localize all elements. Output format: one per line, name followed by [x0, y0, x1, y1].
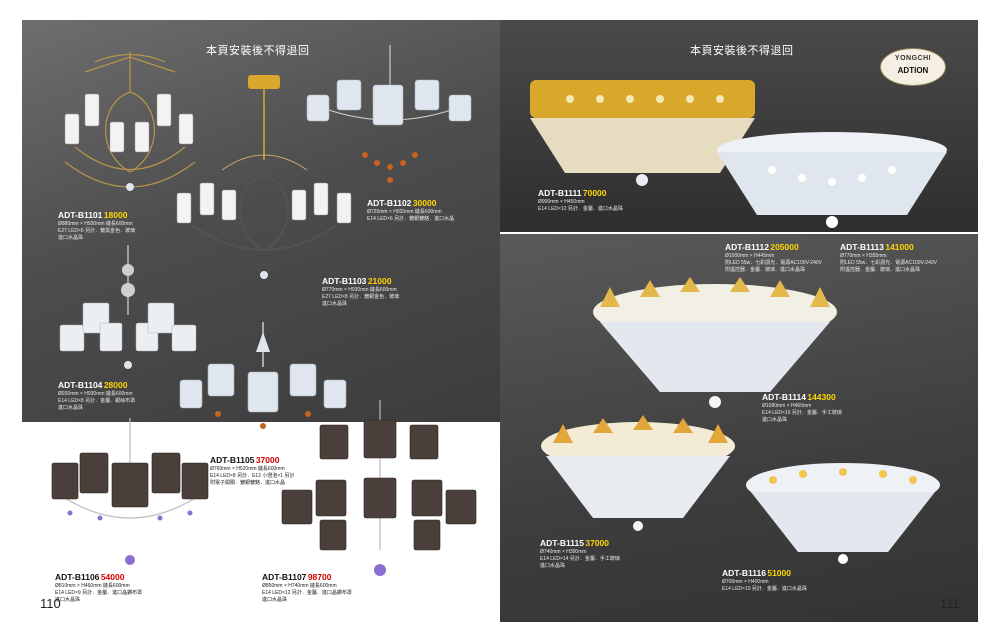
product-b1107: ADT-B1107 98700 Ø850mm × H740mm 鏈長600mm …: [262, 572, 352, 604]
product-spec: 進口水晶珠: [58, 405, 84, 411]
product-spec: E27 LED×8 另計．鍍銀金色．玻璃: [322, 294, 400, 300]
chandelier-b1103-image: [176, 75, 352, 279]
product-code: ADT-B1112: [725, 242, 769, 252]
chandelier-b1105-image: [179, 322, 347, 429]
product-code: ADT-B1106: [55, 572, 100, 582]
product-code: ADT-B1111: [538, 188, 582, 198]
product-spec: Ø900mm × H450mm: [538, 199, 585, 205]
product-price: 141000: [885, 242, 914, 252]
ceiling-lamp-b1112-image: [717, 132, 947, 228]
product-spec: E14 LED×8 另計．E12 小燈泡×1 另計: [210, 473, 295, 479]
product-spec: 進口水晶珠: [262, 597, 288, 603]
product-b1115: ADT-B1115 37000 Ø740mm × H390mm E14 LED×…: [540, 538, 620, 570]
product-b1114: ADT-B1114 144300 Ø1080mm × H460mm E14 LE…: [762, 392, 842, 424]
product-b1103: ADT-B1103 21000 Ø770mm × H930mm 鏈長600mm …: [322, 276, 399, 308]
product-spec: E14 LED×8 另計．金屬．銀絲布罩: [58, 398, 136, 404]
product-b1102: ADT-B1102 30000 Ø720mm × H920mm 鏈長600mm …: [367, 198, 454, 223]
product-spec: E14 LED×10 另計．金屬．進口水晶珠: [722, 586, 807, 592]
product-price: 37000: [585, 538, 609, 548]
product-spec: E14 LED×6 另計．鍍銀鍍鉻．進口水晶: [367, 216, 455, 222]
product-code: ADT-B1113: [840, 242, 884, 252]
product-spec: E14 LED×9 另計．金屬．進口晶鑽布罩: [55, 590, 143, 596]
right-page: 本頁安裝後不得退回 YONGCHI ADTION ADT-B1111 70000…: [500, 0, 1000, 643]
product-spec: Ø850mm × H740mm 鏈長600mm: [262, 583, 337, 589]
ceiling-lamp-b1111-image: [530, 80, 755, 186]
product-code: ADT-B1114: [762, 392, 806, 402]
product-price: 28000: [103, 380, 128, 390]
product-spec: 進口水晶珠: [322, 301, 348, 307]
product-code: ADT-B1107: [262, 572, 307, 582]
product-spec: 附電子開關．鍍銀鍍鉻．進口水晶: [210, 480, 286, 486]
product-price: 144300: [807, 392, 836, 402]
product-spec: Ø700mm × H400mm: [722, 579, 769, 585]
left-page-number: 110: [40, 596, 61, 611]
product-spec: Ø930mm × H930mm 鏈長600mm: [58, 391, 133, 397]
product-b1111: ADT-B1111 70000 Ø900mm × H450mm E14 LED×…: [538, 188, 623, 213]
product-b1106: ADT-B1106 54000 Ø810mm × H460mm 鏈長600mm …: [55, 572, 142, 604]
product-spec: Ø1000mm × H445mm: [725, 253, 775, 259]
right-page-number: 111: [940, 596, 960, 611]
product-spec: 附遙控器．金屬．玻璃．進口水晶珠: [840, 267, 921, 273]
product-code: ADT-B1102: [367, 198, 412, 208]
left-page: 本頁安裝後不得退回 ADT-B1101 18000 Ø880mm × H930m…: [22, 20, 500, 611]
product-spec: 進口水晶珠: [55, 597, 81, 603]
brand-logo: YONGCHI ADTION: [880, 48, 946, 86]
product-spec: Ø770mm × H930mm 鏈長600mm: [322, 287, 397, 293]
product-spec: Ø810mm × H460mm 鏈長600mm: [55, 583, 130, 589]
product-code: ADT-B1101: [58, 210, 103, 220]
product-b1116: ADT-B1116 51000 Ø700mm × H400mm E14 LED×…: [722, 568, 807, 593]
product-spec: Ø770mm × H355mm: [840, 253, 887, 259]
product-code: ADT-B1104: [58, 380, 103, 390]
product-spec: 進口水晶珠: [540, 563, 566, 569]
product-spec: Ø720mm × H920mm 鏈長600mm: [367, 209, 442, 215]
chandelier-b1101-image: [64, 52, 196, 191]
product-b1104: ADT-B1104 28000 Ø930mm × H930mm 鏈長600mm …: [58, 380, 135, 412]
product-spec: Ø880mm × H930mm 鏈長600mm: [58, 221, 133, 227]
product-price: 98700: [307, 572, 332, 582]
product-price: 30000: [412, 198, 437, 208]
product-spec: 進口水晶珠: [762, 417, 788, 423]
product-price: 54000: [100, 572, 125, 582]
product-price: 18000: [103, 210, 128, 220]
product-code: ADT-B1116: [722, 568, 766, 578]
product-spec: Ø760mm × H520mm 鏈長600mm: [210, 466, 285, 472]
product-spec: E14 LED×16 另計．金屬．手工玻璃: [762, 410, 842, 416]
product-spec: 附LED 55w．七彩調光．電源AC100V-240V: [725, 260, 822, 266]
logo-line2: ADTION: [897, 66, 929, 75]
product-spec: Ø740mm × H390mm: [540, 549, 587, 555]
product-spec: E27 LED×6 另計．鍍黑金色．玻璃: [58, 228, 136, 234]
product-price: 70000: [582, 188, 607, 198]
chandelier-b1106-image: [51, 418, 209, 565]
product-spec: E14 LED×12 另計．金屬．進口晶鑽布罩: [262, 590, 352, 596]
ceiling-lamp-b1115-image: [541, 415, 735, 531]
product-spec: 附LED 55w．七彩調光．電源AC100V-240V: [840, 260, 937, 266]
product-price: 21000: [367, 276, 392, 286]
ceiling-lamp-b1116-image: [746, 463, 940, 564]
product-price: 51000: [767, 568, 791, 578]
product-b1105: ADT-B1105 37000 Ø760mm × H520mm 鏈長600mm …: [210, 455, 294, 487]
product-spec: E14 LED×14 另計．金屬．手工玻璃: [540, 556, 620, 562]
product-code: ADT-B1115: [540, 538, 584, 548]
chandelier-b1104-image: [59, 245, 197, 369]
product-code: ADT-B1103: [322, 276, 367, 286]
product-spec: 進口水晶珠: [58, 235, 84, 241]
product-spec: E14 LED×12 另計．金屬．進口水晶珠: [538, 206, 623, 212]
product-price: 205000: [770, 242, 799, 252]
left-page-notice: 本頁安裝後不得退回: [206, 45, 310, 57]
product-spec: Ø1080mm × H460mm: [762, 403, 812, 409]
product-price: 37000: [255, 455, 280, 465]
product-b1112: ADT-B1112 205000 Ø1000mm × H445mm 附LED 5…: [725, 242, 822, 274]
right-page-notice: 本頁安裝後不得退回: [690, 45, 794, 57]
product-b1113: ADT-B1113 141000 Ø770mm × H355mm 附LED 55…: [840, 242, 937, 274]
product-b1101: ADT-B1101 18000 Ø880mm × H930mm 鏈長600mm …: [58, 210, 135, 242]
chandelier-b1102-image: [306, 45, 472, 183]
chandelier-b1107-image: [281, 400, 477, 576]
logo-line1: YONGCHI: [894, 55, 932, 62]
product-spec: 附遙控器．金屬．玻璃．進口水晶珠: [725, 267, 806, 273]
product-code: ADT-B1105: [210, 455, 255, 465]
ceiling-lamp-b1114-image: [593, 277, 837, 408]
